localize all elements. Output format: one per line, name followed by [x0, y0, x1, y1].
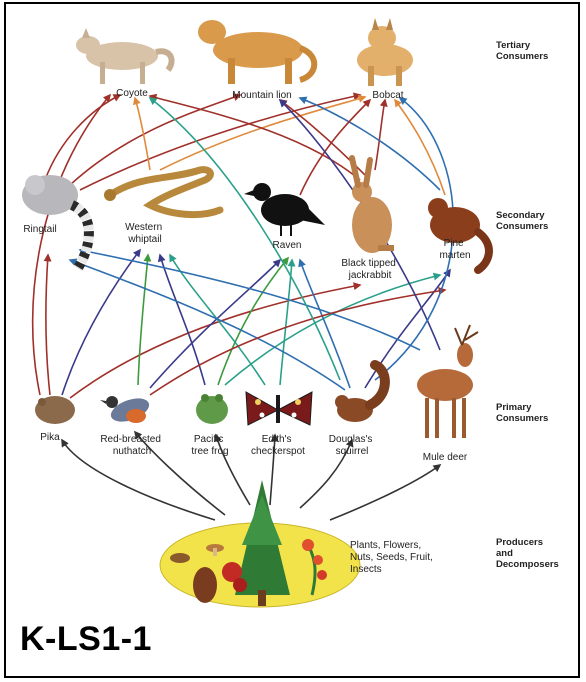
label-plants: Plants, Flowers, Nuts, Seeds, Fruit, Ins…: [350, 540, 436, 575]
label-mule-deer: Mule deer: [423, 452, 468, 463]
label-jackrabbit: Black tipped jackrabbit: [341, 258, 398, 281]
level-primary: Primary Consumers: [496, 402, 548, 424]
pika-icon: [35, 396, 75, 424]
jackrabbit-icon: [352, 158, 394, 253]
label-mountain-lion: Mountain lion: [232, 90, 291, 101]
label-checkerspot: Edith's checkerspot: [251, 434, 305, 457]
raven-icon: [244, 183, 325, 236]
arrow-pika-to-coyote: [33, 95, 110, 395]
western-whiptail-icon: [104, 170, 220, 215]
label-squirrel: Douglas's squirrel: [329, 434, 375, 457]
red-breasted-nuthatch-icon: [100, 394, 152, 426]
coyote-icon: [76, 28, 172, 84]
level-secondary: Secondary Consumers: [496, 210, 548, 232]
trophic-level-labels: Tertiary Consumers Secondary Consumers P…: [496, 40, 559, 570]
mountain-lion-icon: [198, 20, 314, 84]
pinecone-icon: [193, 567, 217, 603]
arrow-ringtail-to-coyote: [45, 95, 120, 180]
mule-deer-icon: [417, 325, 478, 438]
producers-group: [160, 480, 360, 607]
label-coyote: Coyote: [116, 88, 148, 99]
snail-icon: [170, 553, 190, 563]
arrow-nuthatch-to-whiptail: [138, 255, 148, 385]
label-tree-frog: Pacific tree frog: [191, 434, 228, 457]
label-pine-marten: Pine marten: [439, 238, 470, 261]
arrow-jackrabbit-to-bobcat: [375, 100, 385, 170]
food-web-arrows: [33, 95, 454, 520]
arrow-pika-to-ringtail: [46, 255, 50, 395]
label-bobcat: Bobcat: [372, 90, 403, 101]
ediths-checkerspot-icon: [246, 392, 312, 425]
label-pika: Pika: [40, 432, 60, 443]
ringtail-icon: [22, 175, 89, 268]
level-producers: Producers and Decomposers: [496, 537, 559, 570]
level-tertiary: Tertiary Consumers: [496, 40, 548, 62]
label-ringtail: Ringtail: [23, 224, 56, 235]
arrow-whiptail-to-bobcat: [160, 97, 365, 170]
label-western-whiptail: Western whiptail: [125, 222, 165, 245]
douglas-squirrel-icon: [335, 365, 385, 422]
bobcat-icon: [357, 18, 413, 86]
arrow-ringtail-to-mountain-lion: [70, 95, 240, 185]
arrow-nuthatch-to-marten: [150, 290, 445, 395]
pacific-tree-frog-icon: [196, 394, 228, 424]
standard-code: K-LS1-1: [20, 620, 152, 659]
arrow-squirrel-to-raven: [300, 260, 350, 388]
label-raven: Raven: [273, 240, 302, 251]
arrow-plants-to-deer: [330, 465, 440, 520]
arrow-checkerspot-to-raven: [280, 260, 292, 385]
arrow-jackrabbit-to-coyote: [150, 96, 360, 180]
